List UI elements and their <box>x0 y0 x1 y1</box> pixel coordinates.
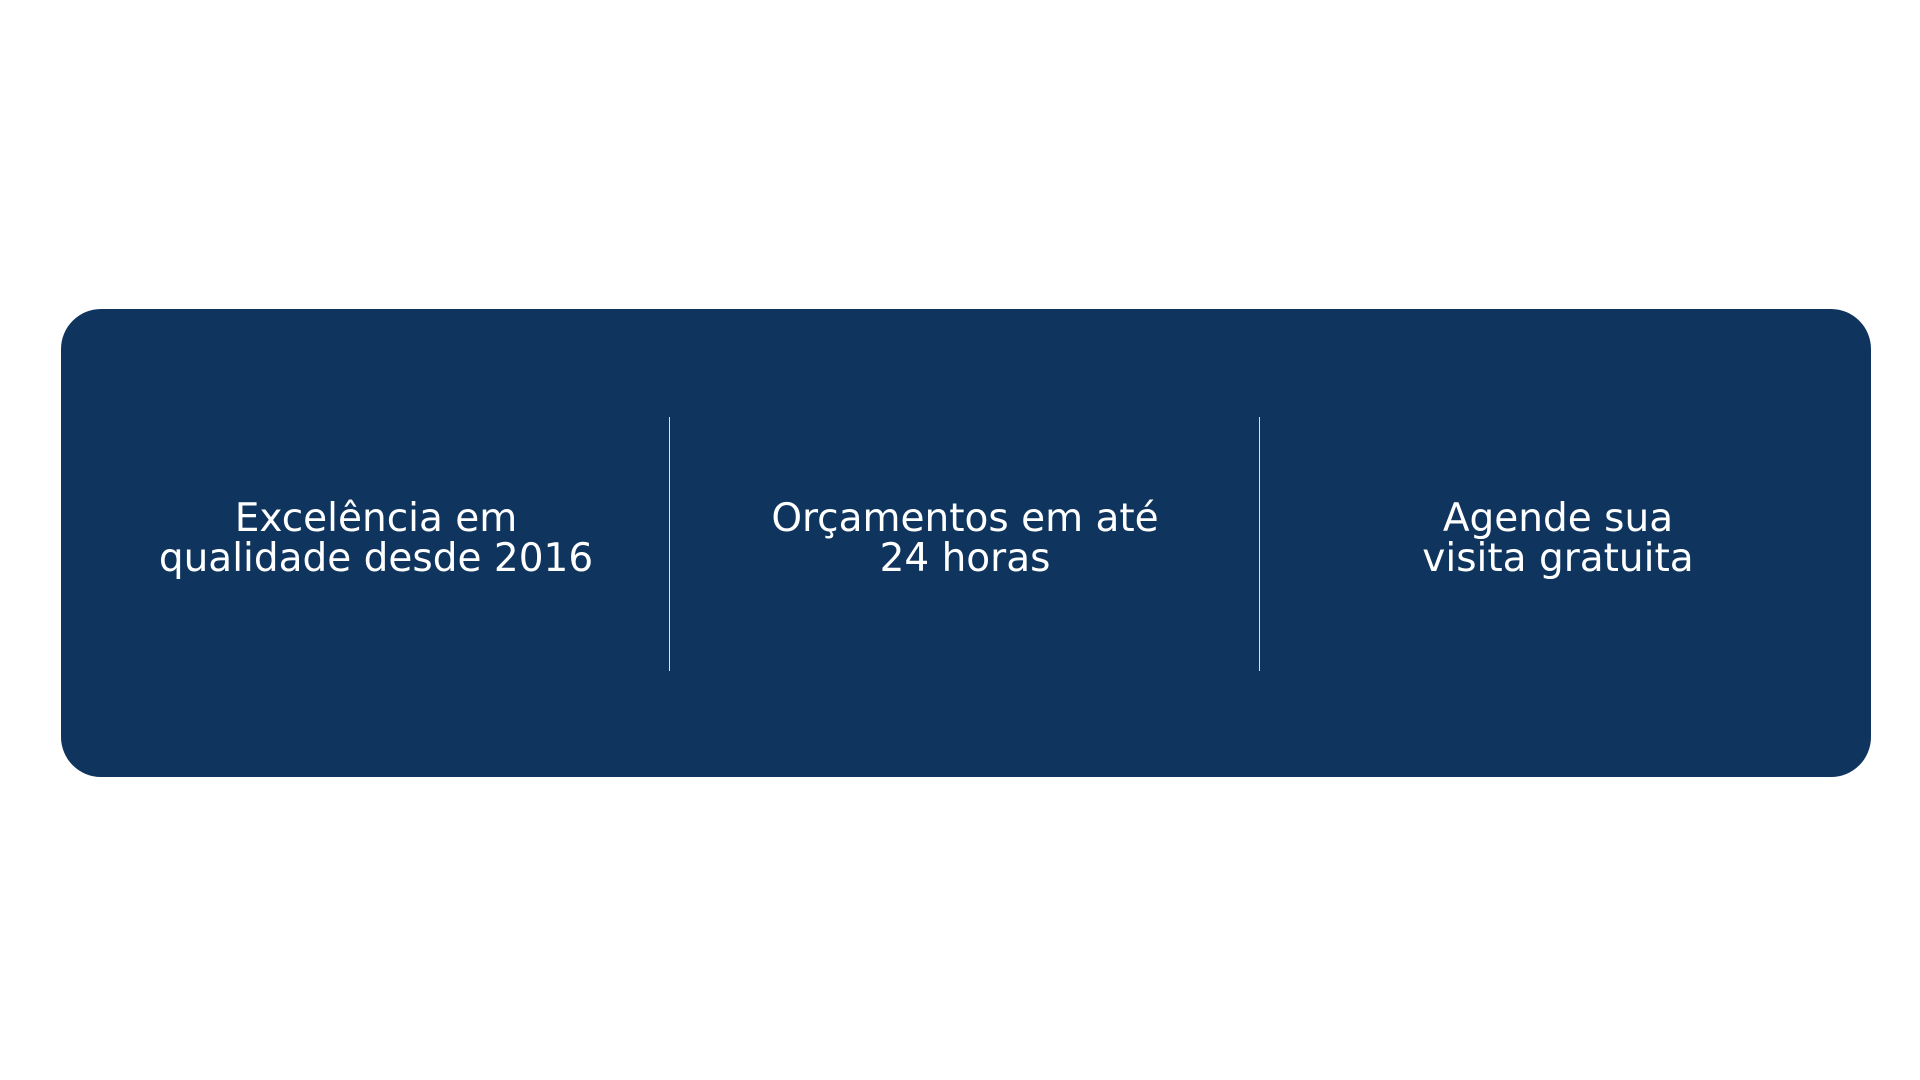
feature-quotes: Orçamentos em até 24 horas <box>685 499 1245 579</box>
divider-2 <box>1259 417 1260 671</box>
feature-quality: Excelência em qualidade desde 2016 <box>96 499 656 579</box>
feature-quotes-line-2: 24 horas <box>879 536 1051 581</box>
feature-quotes-line-1: Orçamentos em até <box>771 496 1159 541</box>
feature-quality-line-2: qualidade desde 2016 <box>158 536 594 581</box>
feature-quality-line-1: Excelência em <box>234 496 518 541</box>
feature-visit: Agende sua visita gratuita <box>1278 499 1838 579</box>
feature-banner: Excelência em qualidade desde 2016 Orçam… <box>61 309 1871 777</box>
feature-visit-line-1: Agende sua <box>1442 496 1674 541</box>
divider-1 <box>669 417 670 671</box>
feature-visit-line-2: visita gratuita <box>1422 536 1694 581</box>
